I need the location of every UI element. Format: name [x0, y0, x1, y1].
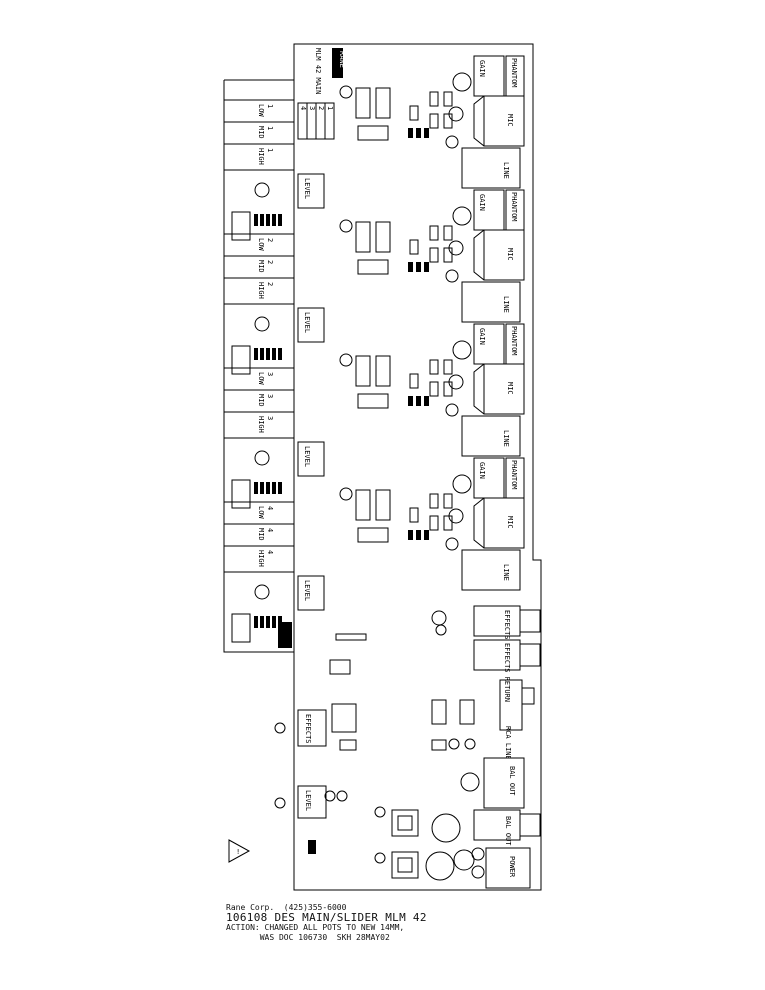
action-line-1: ACTION: CHANGED ALL POTS TO NEW 14MM,	[226, 923, 405, 932]
slider-strip-outline	[223, 79, 294, 653]
eq-label-low: LOW	[257, 372, 265, 385]
line-jack-label: LINE	[502, 564, 510, 581]
line-jack-label: LINE	[502, 430, 510, 447]
phantom-label: PHANTOM	[510, 58, 518, 88]
master-level-label: LEVEL	[304, 790, 312, 811]
mic-jack-label: MIC	[506, 382, 514, 395]
eq-channel-number: 3	[266, 394, 274, 398]
rca-jack: RCA LINE	[499, 679, 535, 760]
eq-channel-number: 1	[266, 104, 274, 108]
eq-channel-number: 3	[266, 372, 274, 376]
master-section: EFFECTS SEND EFFECTS RETURN RCA LINE BAL…	[228, 605, 541, 889]
eq-label-mid: MID	[257, 528, 265, 541]
eq-channel-number: 3	[266, 416, 274, 420]
eq-channel-number: 2	[266, 282, 274, 286]
eq-label-low: LOW	[257, 104, 265, 117]
eq-label-low: LOW	[257, 238, 265, 251]
warning-mark: !	[236, 848, 240, 856]
phantom-label: PHANTOM	[510, 192, 518, 222]
position-label-4: 4	[299, 106, 307, 110]
bal-out-2-label: BAL OUT	[504, 816, 512, 846]
master-level-pot: LEVEL	[274, 785, 348, 819]
bal-out-1-label: BAL OUT	[508, 766, 516, 796]
eq-label-mid: MID	[257, 394, 265, 407]
eq-channel-number: 1	[266, 148, 274, 152]
phantom-label: PHANTOM	[510, 326, 518, 356]
phantom-label: PHANTOM	[510, 460, 518, 490]
effects-pot: EFFECTS	[274, 709, 327, 747]
level-label: LEVEL	[303, 312, 311, 333]
drawing-caption: Rane Corp. (425)355-6000 106108 DES MAIN…	[226, 903, 526, 943]
eq-channel-number: 4	[266, 528, 274, 532]
effects-pot-label: EFFECTS	[304, 714, 312, 744]
mic-jack-label: MIC	[506, 248, 514, 261]
effects-return-label: EFFECTS RETURN	[503, 643, 511, 702]
effects-send-jack: EFFECTS SEND	[473, 605, 541, 661]
level-label: LEVEL	[303, 178, 311, 199]
document-title: 106108 DES MAIN/SLIDER MLM 42	[226, 911, 427, 924]
eq-label-mid: MID	[257, 126, 265, 139]
position-label-box: 1 2 3 4	[297, 102, 335, 140]
eq-label-low: LOW	[257, 506, 265, 519]
board-outline	[293, 43, 542, 891]
action-line-2: WAS DOC 106730 SKH 28MAY02	[226, 933, 390, 942]
power-jack: POWER	[485, 847, 531, 889]
gain-label: GAIN	[478, 60, 486, 77]
line-jack-label: LINE	[502, 162, 510, 179]
eq-label-high: HIGH	[257, 550, 265, 567]
eq-channel-number: 4	[266, 550, 274, 554]
bal-out-jack-2: BAL OUT	[473, 809, 541, 846]
board-name: MLM 42 MAIN	[314, 48, 322, 94]
position-label-2: 2	[317, 106, 325, 110]
mic-jack-label: MIC	[506, 114, 514, 127]
gain-label: GAIN	[478, 328, 486, 345]
level-label: LEVEL	[303, 446, 311, 467]
power-label: POWER	[508, 856, 516, 878]
position-label-3: 3	[308, 106, 316, 110]
level-label: LEVEL	[303, 580, 311, 601]
gain-label: GAIN	[478, 194, 486, 211]
logo-text: RANE	[338, 51, 346, 68]
mic-jack-label: MIC	[506, 516, 514, 529]
eq-label-high: HIGH	[257, 148, 265, 165]
effects-return-jack: EFFECTS RETURN	[473, 639, 541, 702]
warning-triangle-icon: !	[228, 839, 251, 863]
eq-channel-number: 2	[266, 238, 274, 242]
board-logo: RANE MLM 42 MAIN	[314, 48, 346, 94]
bal-out-jack-1: BAL OUT	[483, 757, 525, 809]
position-label-1: 1	[326, 106, 334, 110]
eq-channel-number: 4	[266, 506, 274, 510]
eq-channel-number: 1	[266, 126, 274, 130]
company-line: Rane Corp. (425)355-6000	[226, 903, 347, 912]
eq-label-high: HIGH	[257, 282, 265, 299]
line-jack-label: LINE	[502, 296, 510, 313]
eq-label-mid: MID	[257, 260, 265, 273]
eq-channel-number: 2	[266, 260, 274, 264]
gain-label: GAIN	[478, 462, 486, 479]
eq-label-high: HIGH	[257, 416, 265, 433]
effects-send-label: EFFECTS SEND	[503, 610, 511, 661]
rca-line-label: RCA LINE	[504, 726, 512, 760]
